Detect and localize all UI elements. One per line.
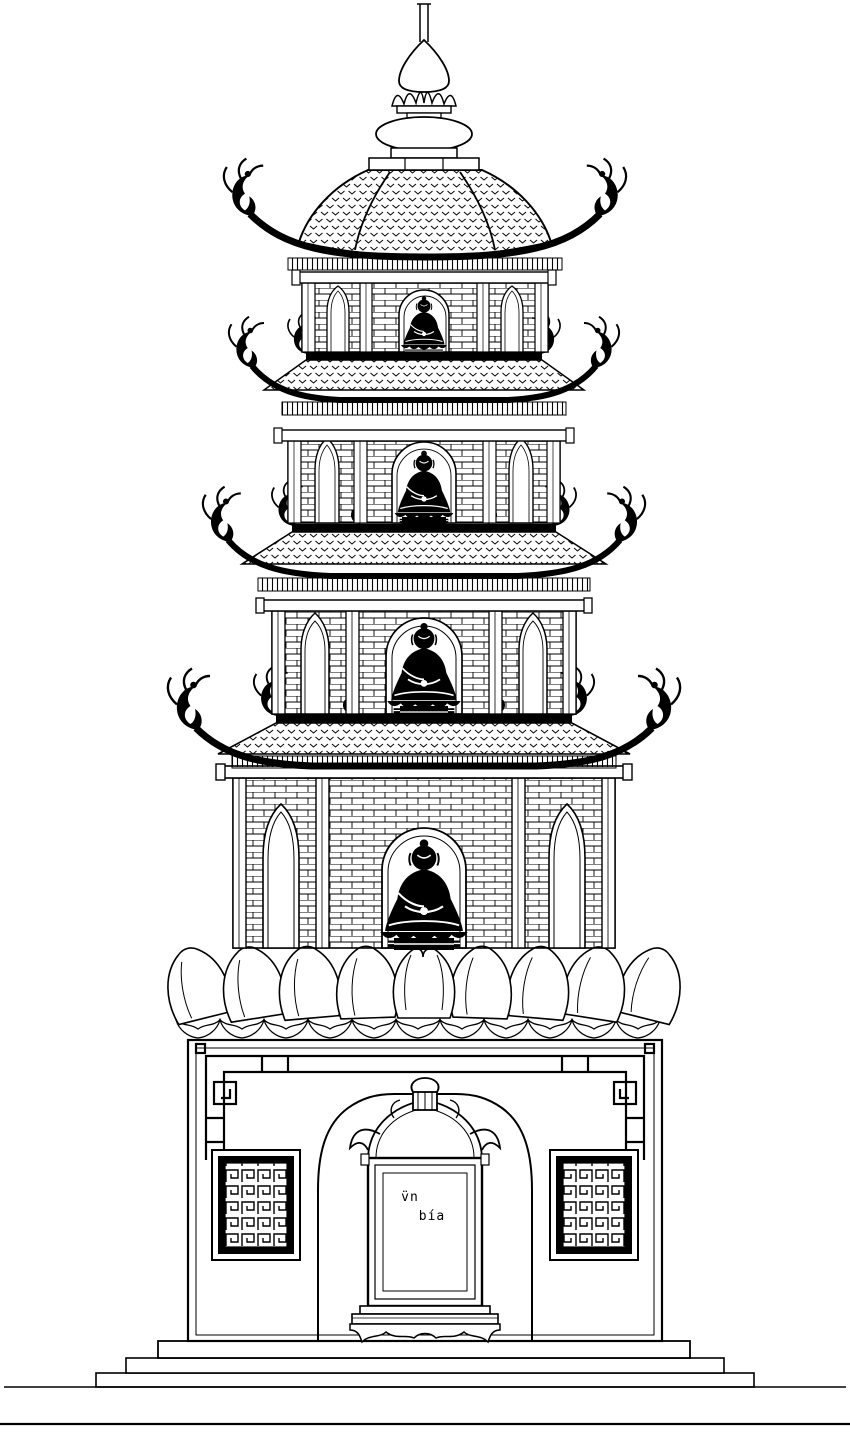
story-4-top <box>291 269 557 354</box>
lotus-pedestal <box>157 940 691 1039</box>
roof-3-eave-edge <box>225 538 623 579</box>
lancet-window <box>300 611 330 715</box>
eave-dragon-icon <box>166 667 212 732</box>
dome-eave-edge <box>247 211 603 261</box>
base-inner-border <box>195 1047 655 1336</box>
story-3-pilasters <box>287 440 561 524</box>
stele-text-line1: v̈n <box>401 1190 419 1205</box>
platform-step-middle <box>125 1357 725 1374</box>
lancet-window <box>500 285 524 353</box>
roof-3-eave-fringe <box>257 577 591 592</box>
finial-lotus-collar <box>391 91 457 107</box>
ground-and-steps <box>0 1340 850 1426</box>
meander-corner-right <box>538 1042 656 1160</box>
roof-4-slope <box>217 722 631 755</box>
roof-2-ridge <box>306 352 542 360</box>
roof-3-ridge <box>292 524 556 532</box>
roof-tier-5-dome <box>222 157 628 271</box>
story-2 <box>255 597 593 718</box>
roof-tier-4 <box>166 665 682 770</box>
stele-house-base: v̈n bía <box>186 1038 664 1344</box>
stele: v̈n bía <box>348 1077 502 1344</box>
lancet-window <box>518 611 548 715</box>
roof-4-eave-edge <box>193 725 655 770</box>
story-4-pilasters <box>301 282 549 353</box>
lancet-window <box>326 285 350 353</box>
finial-tier-1 <box>390 147 458 159</box>
story-2-lintel-beam <box>261 599 587 612</box>
meander-top-band <box>312 1054 538 1074</box>
roof-tier-2 <box>227 312 621 416</box>
stele-crest-dragons <box>348 1077 502 1161</box>
story-1-pilasters <box>232 777 616 949</box>
top-finial <box>368 3 480 171</box>
roof-2-eave-edge <box>249 364 599 403</box>
platform-step-top <box>157 1340 691 1359</box>
lotus-center-petal <box>392 947 456 1019</box>
meander-corner-left <box>194 1042 312 1160</box>
roof-4-ridge <box>276 714 572 723</box>
finial-spire <box>417 3 431 42</box>
fret-panel-right <box>549 1149 639 1261</box>
eave-dragon-icon <box>636 667 682 732</box>
eave-dragon-icon <box>201 485 242 544</box>
eave-dragon-icon <box>583 315 621 369</box>
dome-roof-body <box>297 169 553 259</box>
platform-step-bottom <box>95 1372 755 1388</box>
eave-dragon-icon <box>227 315 265 369</box>
story-1-main <box>215 763 633 950</box>
finial-bulb <box>375 116 473 152</box>
dome-ribs <box>354 171 496 251</box>
fret-panel-left <box>211 1149 301 1261</box>
stele-panel <box>382 1172 468 1292</box>
roof-2-slope <box>261 359 587 391</box>
story-3-lintel-beam <box>279 429 569 442</box>
finial-tier-2 <box>368 157 480 171</box>
eave-dragon-icon <box>222 157 265 218</box>
lotus-petals <box>157 940 691 1027</box>
story-3 <box>273 427 575 526</box>
roof-tier-3 <box>201 480 647 592</box>
stele-text-line2: bía <box>419 1209 445 1224</box>
story-4-lintel-beam <box>297 271 551 284</box>
eave-dragon-icon <box>585 157 628 218</box>
roof-3-slope <box>239 531 609 565</box>
roof-2-eave-fringe <box>281 401 567 416</box>
stele-pedestal <box>349 1305 501 1344</box>
story-2-pilasters <box>271 610 577 715</box>
eave-dragon-icon <box>606 485 647 544</box>
finial-gourd <box>398 38 450 93</box>
lancet-window <box>548 802 586 949</box>
buddha-pedestal <box>402 517 446 526</box>
lancet-window <box>262 802 300 949</box>
